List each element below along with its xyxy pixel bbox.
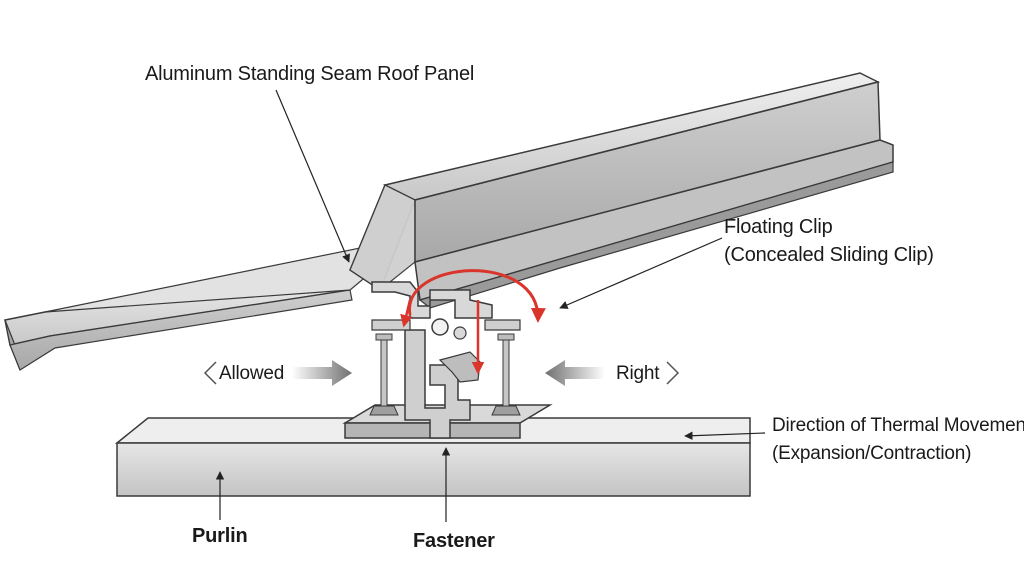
chevron-left-icon (203, 361, 217, 385)
roof-panel (4, 72, 894, 371)
allowed-arrow-icon (292, 360, 352, 386)
thermal-label-line1: Direction of Thermal Movement (772, 415, 1024, 436)
chevron-right-icon (666, 361, 680, 385)
roof-panel-label: Aluminum Standing Seam Roof Panel (145, 63, 475, 85)
floating-clip-leader (559, 237, 723, 309)
fastener-left (369, 333, 399, 416)
floating-clip (342, 318, 553, 439)
purlin-label: Purlin (192, 525, 248, 547)
thermal-label-line2: (Expansion/Contraction) (772, 443, 972, 464)
floating-clip-label-line1: Floating Clip (724, 216, 833, 238)
fastener-label: Fastener (413, 530, 495, 552)
allowed-label: Allowed (219, 363, 285, 384)
red-movement-arrows (400, 269, 546, 375)
fastener-right (491, 333, 521, 416)
floating-clip-label-line2: (Concealed Sliding Clip) (724, 244, 934, 266)
thermal-leader (684, 431, 766, 440)
right-label: Right (616, 363, 660, 384)
roof-panel-leader (275, 89, 350, 263)
right-arrow-icon (545, 360, 605, 386)
